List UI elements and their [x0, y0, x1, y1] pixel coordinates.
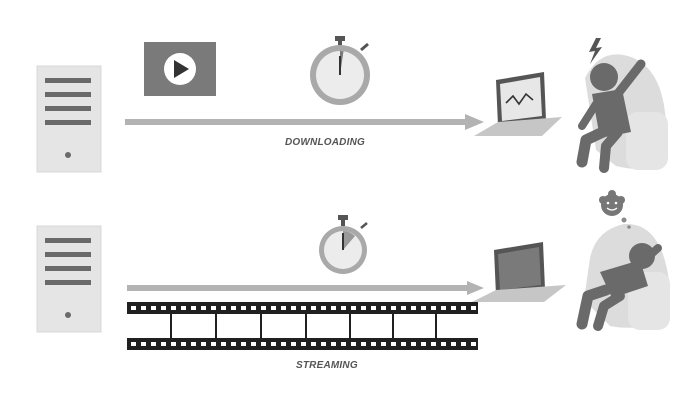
video-play-icon [144, 42, 216, 96]
stopwatch-top [310, 36, 370, 105]
happy-face-thought-bubble [599, 190, 631, 229]
downloading-caption: DOWNLOADING [285, 137, 365, 148]
stream-arrow [127, 281, 484, 295]
laptop-top [474, 72, 562, 136]
streaming-caption: STREAMING [296, 360, 358, 371]
laptop-bottom [472, 242, 566, 302]
server-top [36, 65, 102, 173]
server-bottom [36, 225, 102, 333]
stopwatch-bottom [319, 215, 368, 274]
viewer-frustrated [576, 38, 668, 173]
download-arrow [125, 114, 484, 130]
film-strip [127, 302, 478, 350]
viewer-relaxed [576, 223, 670, 331]
